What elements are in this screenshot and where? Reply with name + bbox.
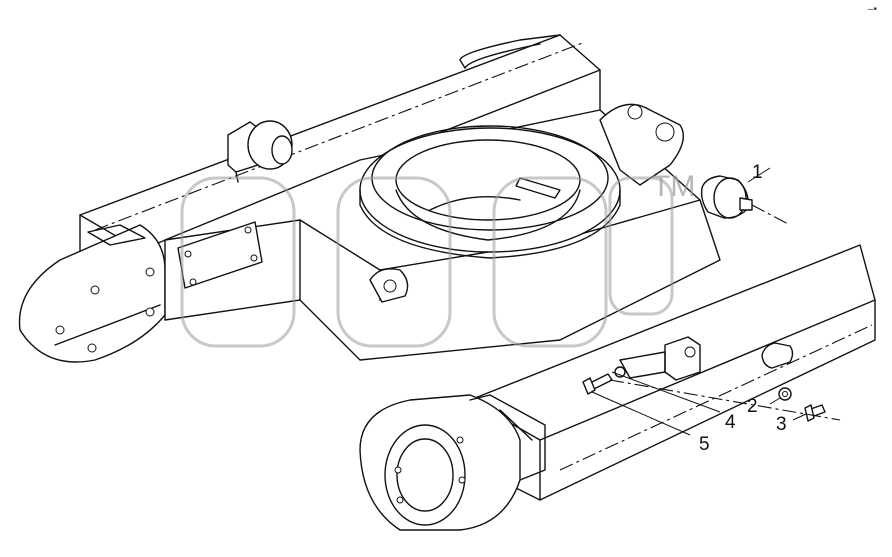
callout-4: 4 [725, 412, 736, 433]
callout-3: 3 [776, 414, 787, 435]
corner-mark: –• [868, 4, 878, 15]
callout-5: 5 [699, 434, 710, 455]
callout-2: 2 [747, 396, 758, 417]
leader-lines [591, 371, 807, 436]
lower-track-frame [359, 244, 876, 531]
callout-1: 1 [752, 162, 763, 183]
swing-ring [359, 125, 621, 259]
watermark-trademark: TM [652, 170, 695, 203]
fasteners [582, 366, 841, 422]
carrier-roller-installed [227, 120, 293, 183]
watermark-logo: TM [180, 170, 695, 348]
callout-labels: 1 2 3 4 5 [699, 162, 787, 455]
carrier-roller-part [700, 167, 791, 226]
